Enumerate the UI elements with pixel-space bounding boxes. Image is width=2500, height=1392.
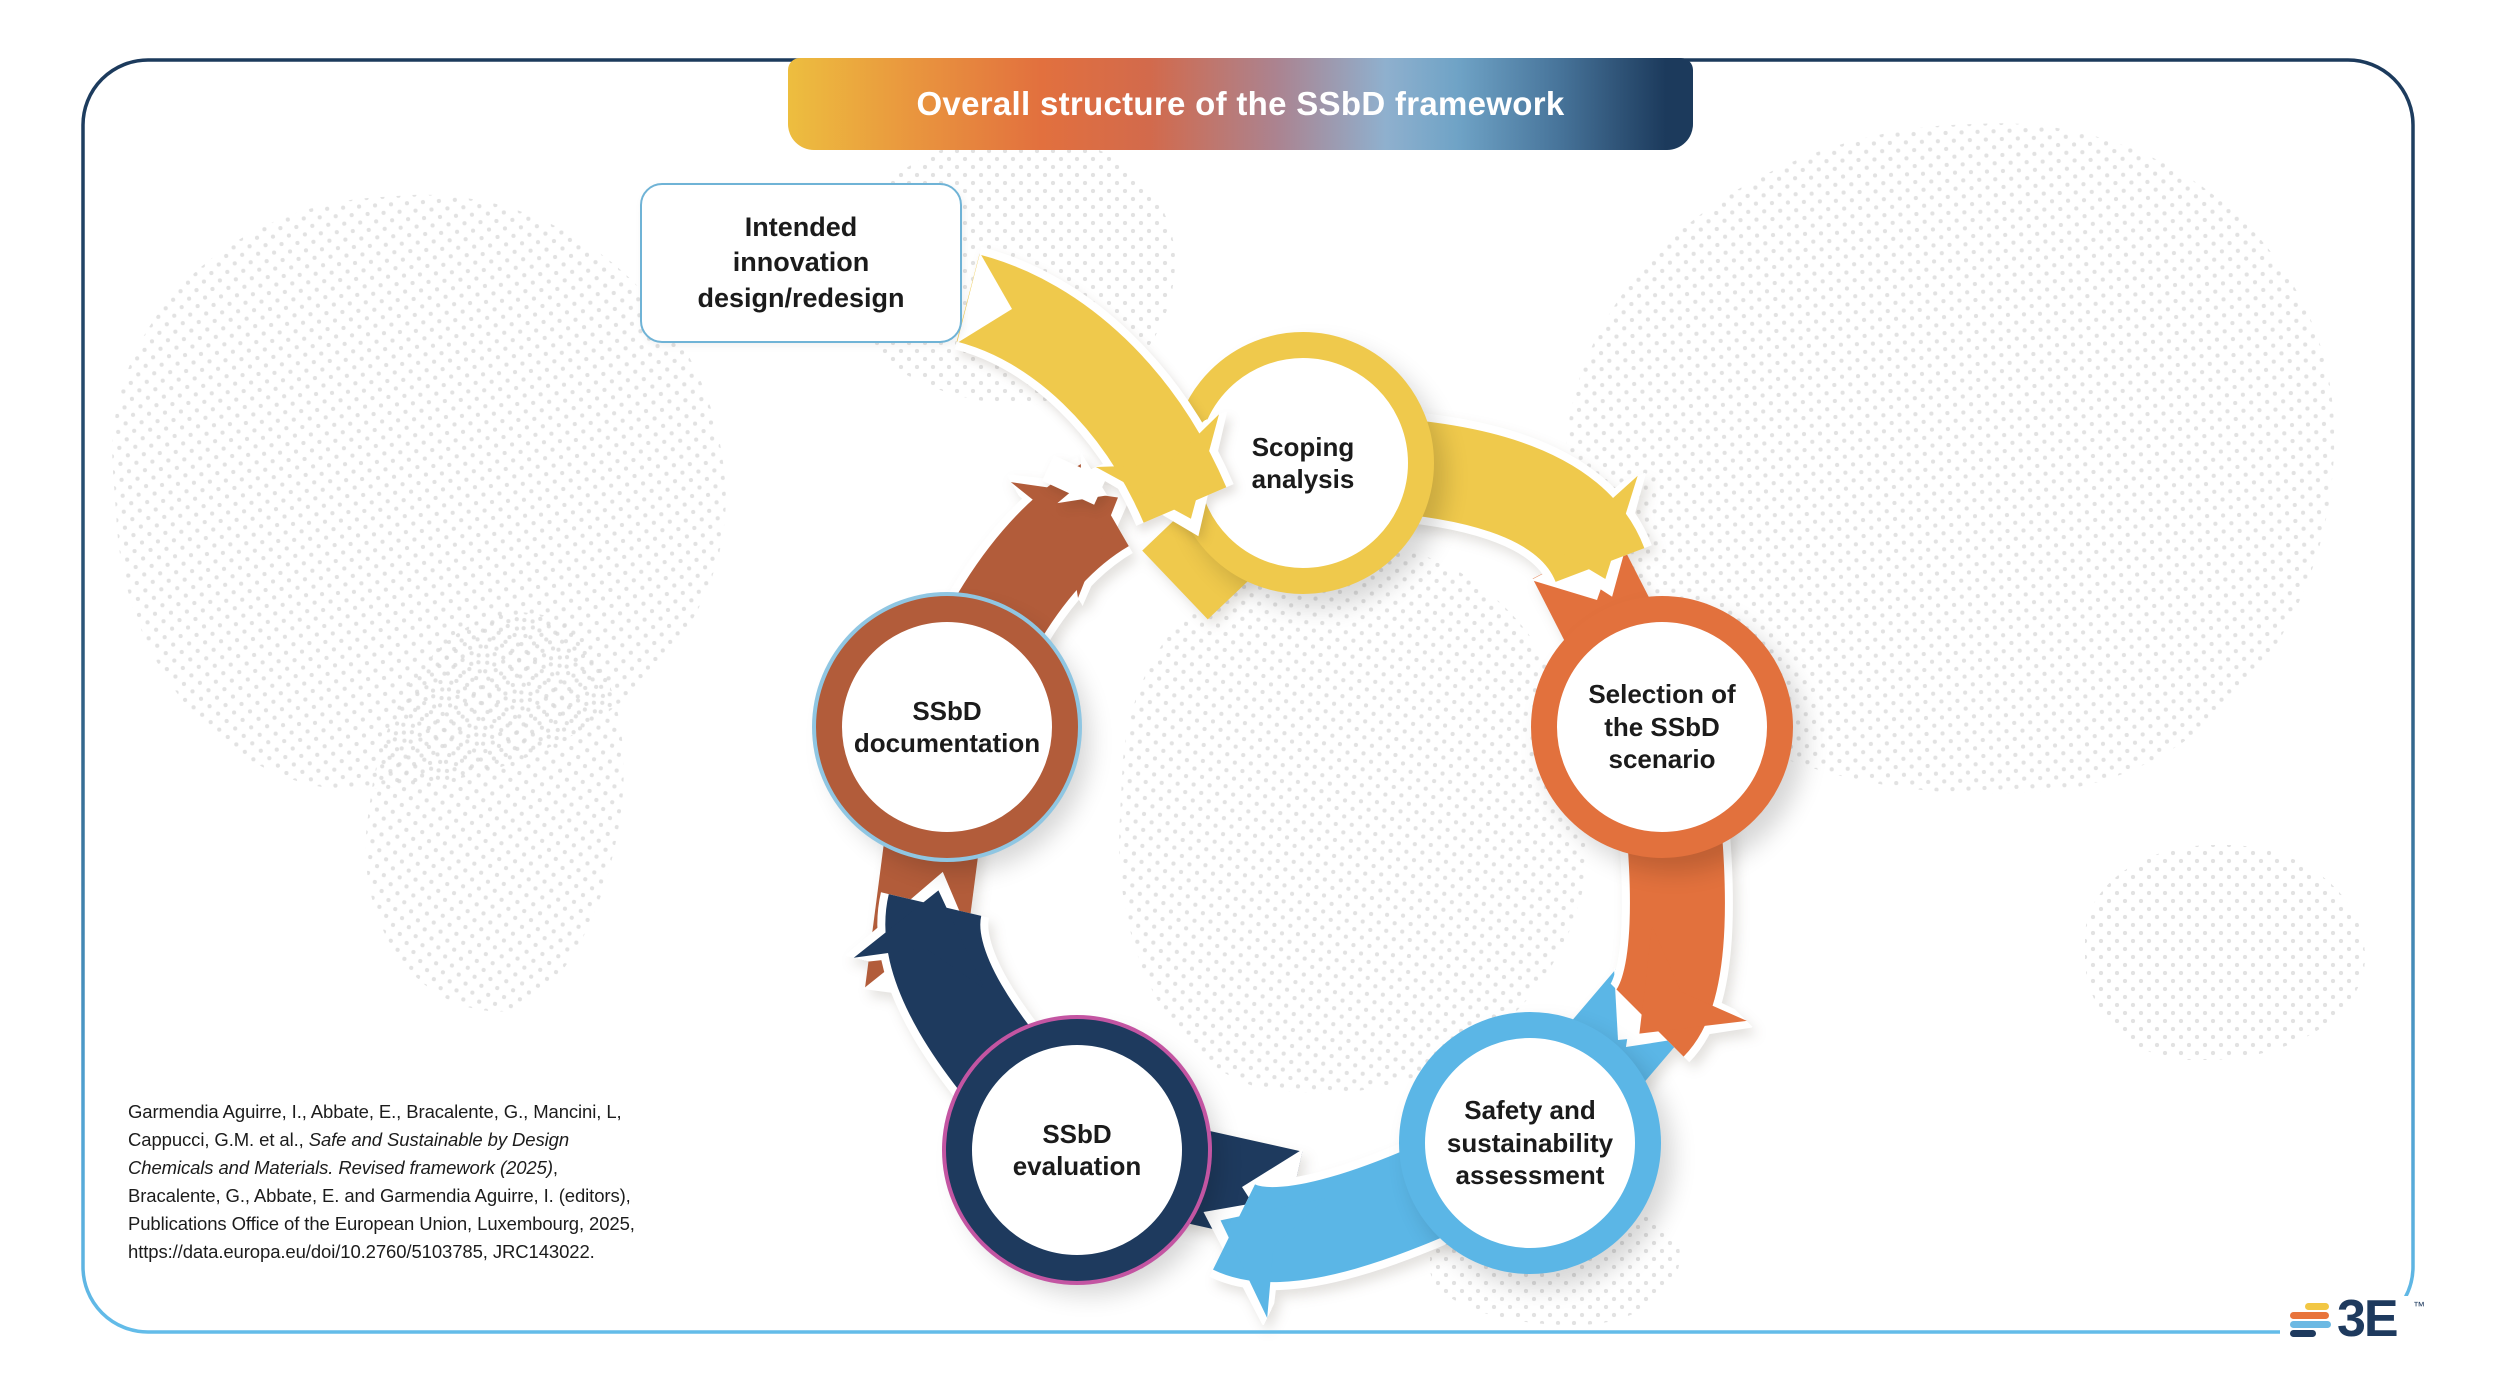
intended-innovation-box: Intended innovation design/redesign: [640, 183, 962, 343]
title-banner: Overall structure of the SSbD framework: [788, 58, 1693, 150]
page-title: Overall structure of the SSbD framework: [916, 85, 1565, 122]
intended-innovation-label: Intended innovation design/redesign: [697, 212, 905, 313]
3e-logo: 3E ™: [2290, 1290, 2425, 1355]
logo-text: 3E: [2337, 1290, 2399, 1348]
logo-bar-navy: [2290, 1330, 2316, 1337]
logo-bar-blue: [2290, 1321, 2331, 1328]
junction-white-arrow: [1042, 452, 1108, 505]
logo-trademark: ™: [2413, 1299, 2425, 1313]
logo-bar-yellow: [2305, 1303, 2329, 1310]
logo-bar-orange: [2290, 1312, 2329, 1319]
citation-text: Garmendia Aguirre, I., Abbate, E., Braca…: [128, 1098, 848, 1266]
logo-bars-icon: [2290, 1303, 2332, 1343]
